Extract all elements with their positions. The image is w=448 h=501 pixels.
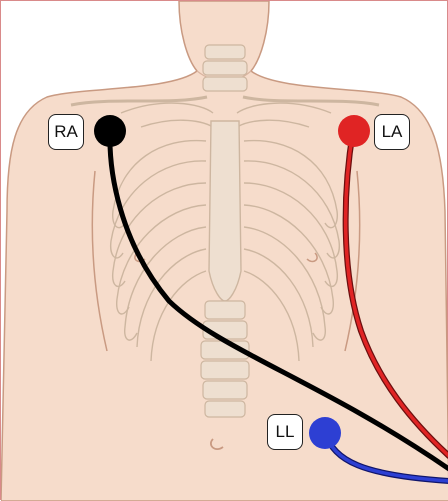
right-nipple: [306, 252, 318, 263]
left-clavicle: [70, 95, 208, 107]
ll-electrode: [309, 417, 341, 449]
ra-electrode: [94, 115, 126, 147]
rib-cage: [109, 102, 341, 362]
la-lead-wire: [342, 128, 448, 459]
sternum: [208, 120, 242, 302]
la-label: LA: [374, 114, 410, 150]
right-clavicle: [242, 95, 380, 107]
left-arm-crease: [91, 170, 108, 352]
ra-lead-wire: [107, 130, 448, 472]
la-electrode: [338, 115, 370, 147]
right-arm-crease: [344, 170, 361, 352]
ll-label: LL: [267, 414, 303, 450]
ra-label: RA: [48, 114, 84, 150]
navel: [210, 438, 224, 451]
